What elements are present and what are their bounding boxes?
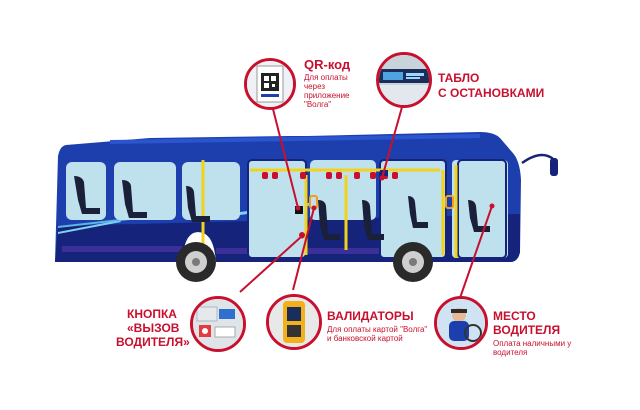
validators-title: ВАЛИДАТОРЫ [327, 309, 414, 323]
qr-title: QR-код [304, 57, 351, 72]
rear-wheel [393, 242, 433, 282]
driver-seat-title-line1: МЕСТО [493, 309, 536, 323]
driver-seat-title-line2: ВОДИТЕЛЯ [493, 323, 561, 337]
call-button-title-line2: «ВЫЗОВ [127, 321, 180, 335]
board-title-line1: ТАБЛО [438, 71, 480, 85]
stops-board-photo [376, 52, 432, 108]
call-button-photo [190, 296, 246, 352]
call-button-title-line1: КНОПКА [127, 307, 177, 321]
driver-seat-description: Оплата наличными у водителя [493, 339, 572, 357]
qr-code-photo [244, 58, 296, 110]
validators-description: Для оплаты картой "Волга" и банковской к… [327, 325, 428, 343]
connector-lines [239, 99, 493, 299]
handrails [201, 160, 458, 258]
board-title-line2: С ОСТАНОВКАМИ [438, 86, 545, 100]
front-wheel [176, 242, 216, 282]
driver-seat-photo [434, 296, 488, 350]
seats [74, 176, 490, 240]
call-button-title-line3: ВОДИТЕЛЯ» [116, 335, 190, 349]
validator-photo [266, 294, 322, 350]
qr-description: Для оплаты через приложение "Волга" [304, 73, 350, 109]
validator-device-small-2 [445, 195, 454, 209]
